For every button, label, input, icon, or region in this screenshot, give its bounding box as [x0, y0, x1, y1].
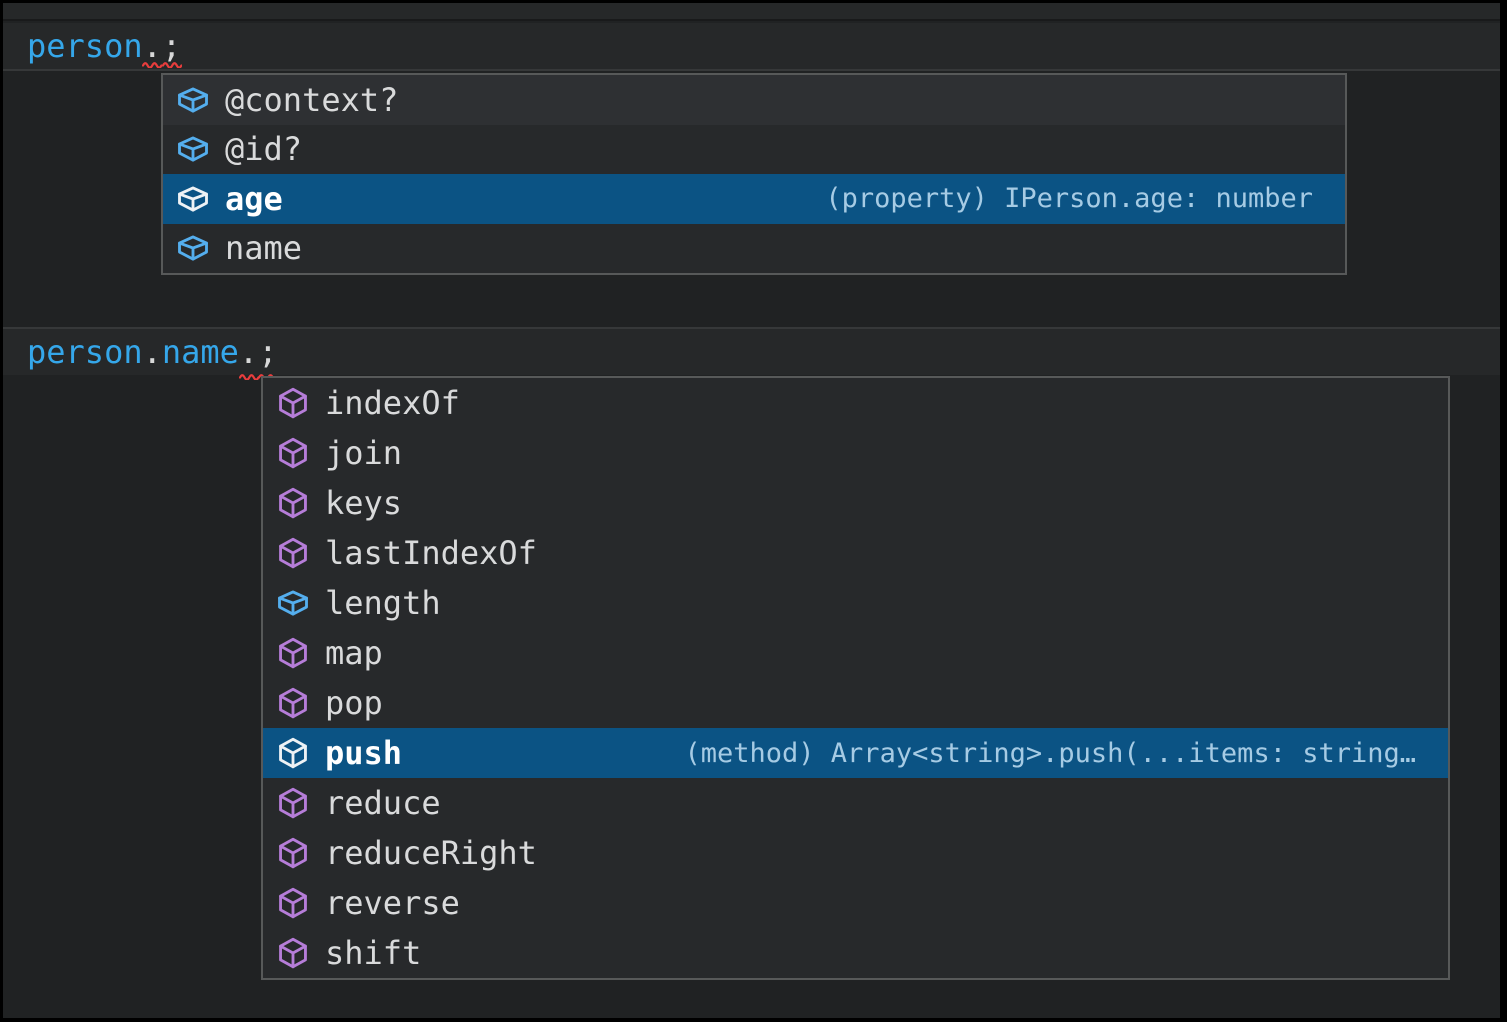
- code-token-identifier: person: [27, 333, 143, 371]
- suggestion-label: map: [325, 634, 383, 672]
- symbol-method-icon: [275, 835, 311, 871]
- suggestion-detail: (property) IPerson.age: number: [825, 183, 1313, 215]
- error-squiggle-icon: [142, 62, 162, 68]
- symbol-field-icon: [175, 230, 211, 266]
- suggestion-label: reduceRight: [325, 834, 537, 872]
- error-squiggle-icon: [162, 62, 182, 68]
- suggestion-indexof[interactable]: indexOf: [263, 378, 1448, 428]
- suggestion-reduceright[interactable]: reduceRight: [263, 828, 1448, 878]
- suggestion-keys[interactable]: keys: [263, 478, 1448, 528]
- symbol-field-icon: [175, 181, 211, 217]
- suggestion-label: name: [225, 229, 303, 268]
- suggestion-label: pop: [325, 684, 383, 722]
- symbol-method-icon: [275, 435, 311, 471]
- code-token-punctuation: ;: [258, 333, 278, 371]
- suggestion-shift[interactable]: shift: [263, 928, 1448, 978]
- editor-top-strip: [3, 3, 1500, 21]
- code-token-identifier: name: [161, 333, 239, 371]
- code-editor[interactable]: person.; @context? @id? age (property) IPer…: [3, 3, 1500, 1018]
- suggestion-label: length: [325, 584, 441, 622]
- suggest-widget-2: indexOf join keys lastIndexOf length map pop pu…: [261, 376, 1450, 980]
- suggestion-id[interactable]: @id?: [163, 125, 1345, 175]
- suggestion-age[interactable]: age (property) IPerson.age: number: [163, 174, 1345, 224]
- symbol-method-icon: [275, 685, 311, 721]
- symbol-method-icon: [275, 385, 311, 421]
- symbol-method-icon: [275, 885, 311, 921]
- suggestion-label: reduce: [325, 784, 441, 822]
- suggestion-map[interactable]: map: [263, 628, 1448, 678]
- suggestion-context[interactable]: @context?: [163, 75, 1345, 125]
- suggestion-reduce[interactable]: reduce: [263, 778, 1448, 828]
- code-token-punctuation: .: [238, 333, 259, 371]
- code-token-punctuation: ;: [161, 27, 182, 65]
- suggestion-pop[interactable]: pop: [263, 678, 1448, 728]
- symbol-method-icon: [275, 935, 311, 971]
- symbol-field-icon: [175, 131, 211, 167]
- code-token-punctuation: .: [142, 333, 162, 371]
- suggestion-label: push: [325, 734, 403, 772]
- symbol-method-icon: [275, 735, 311, 771]
- suggestion-lastindexof[interactable]: lastIndexOf: [263, 528, 1448, 578]
- suggestion-name[interactable]: name: [163, 224, 1345, 274]
- code-token-identifier: person: [27, 27, 143, 65]
- suggestion-label: age: [225, 179, 283, 218]
- symbol-field-icon: [175, 82, 211, 118]
- code-line-1[interactable]: person.;: [3, 23, 1500, 71]
- suggestion-push[interactable]: push (method) Array<string>.push(...items…: [263, 728, 1448, 778]
- code-token-punctuation: .: [142, 27, 162, 65]
- symbol-field-icon: [275, 585, 311, 621]
- suggestion-label: join: [325, 434, 403, 472]
- suggestion-label: reverse: [325, 884, 460, 922]
- suggestion-join[interactable]: join: [263, 428, 1448, 478]
- symbol-method-icon: [275, 785, 311, 821]
- suggestion-reverse[interactable]: reverse: [263, 878, 1448, 928]
- suggestion-label: keys: [325, 484, 403, 522]
- suggest-widget-1: @context? @id? age (property) IPerson.age: …: [161, 73, 1347, 275]
- suggestion-label: indexOf: [325, 384, 460, 422]
- suggestion-label: @context?: [225, 80, 399, 119]
- suggestion-detail: (method) Array<string>.push(...items: st…: [684, 737, 1417, 769]
- code-line-2[interactable]: person.name.;: [3, 327, 1500, 375]
- symbol-method-icon: [275, 635, 311, 671]
- suggestion-label: @id?: [225, 130, 303, 169]
- suggestion-label: shift: [325, 934, 422, 972]
- symbol-method-icon: [275, 485, 311, 521]
- suggestion-length[interactable]: length: [263, 578, 1448, 628]
- suggestion-label: lastIndexOf: [325, 534, 537, 572]
- error-squiggle-icon: [239, 374, 259, 380]
- symbol-method-icon: [275, 535, 311, 571]
